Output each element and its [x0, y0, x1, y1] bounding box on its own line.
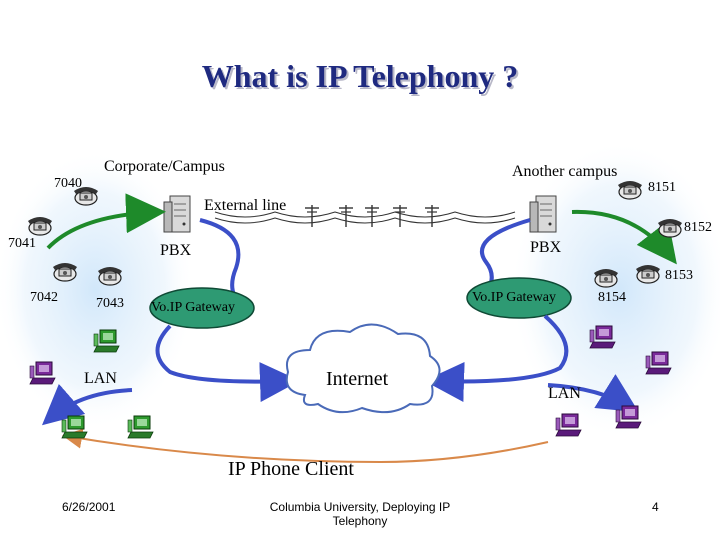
- label-lan-left: LAN: [84, 370, 117, 387]
- footer-date: 6/26/2001: [62, 500, 116, 514]
- label-corporate-campus: Corporate/Campus: [104, 158, 225, 175]
- telephone-icon-7042: [52, 262, 78, 282]
- ext-8152: 8152: [684, 220, 712, 235]
- label-ip-phone-client: IP Phone Client: [228, 458, 354, 480]
- green-arrow-right: [571, 209, 677, 265]
- ext-8154: 8154: [598, 290, 626, 305]
- telephone-icon-7043: [97, 266, 123, 286]
- label-internet: Internet: [326, 368, 389, 390]
- blue-curve-gw-left: [155, 324, 300, 403]
- orange-arrow-ip-client: [62, 428, 549, 464]
- footer-source: Columbia University, Deploying IP Teleph…: [250, 500, 470, 528]
- label-lan-right: LAN: [548, 385, 581, 402]
- footer-page-number: 4: [652, 500, 659, 514]
- telephone-icon-8154: [593, 268, 619, 288]
- label-external-line: External line: [204, 197, 287, 214]
- slide-title: What is IP Telephony ?: [201, 58, 519, 94]
- lan-arrow-right: [547, 374, 639, 413]
- ext-7040: 7040: [54, 176, 82, 191]
- ext-8153: 8153: [665, 268, 693, 283]
- telephone-icon-8151: [617, 180, 643, 200]
- label-another-campus: Another campus: [512, 163, 618, 180]
- lan-arrow-left: [41, 383, 133, 426]
- footer-source-line1: Columbia University, Deploying IP: [269, 500, 451, 514]
- voip-gateway-right: [466, 277, 572, 319]
- ext-7041: 7041: [8, 236, 36, 251]
- label-gateway-left: Vo.IP Gateway: [151, 300, 235, 315]
- footer-source-line2: Telephony: [332, 514, 388, 528]
- blue-curve-gw-right: [424, 314, 569, 402]
- voip-gateway-left: [149, 287, 255, 329]
- telephone-icon-8152: [657, 218, 683, 238]
- label-pbx-right: PBX: [530, 239, 562, 256]
- cloud-icon: [285, 323, 441, 414]
- ext-7042: 7042: [30, 290, 58, 305]
- telephone-pole-icon: [392, 204, 408, 228]
- telephone-icon-8153: [635, 264, 661, 284]
- computer-icon: [555, 413, 582, 437]
- label-pbx-left: PBX: [160, 242, 192, 259]
- ext-8151: 8151: [648, 180, 676, 195]
- ext-7043: 7043: [96, 296, 124, 311]
- telephone-icon-7041: [27, 216, 53, 236]
- green-arrow-left: [46, 193, 166, 250]
- external-line-wires: [214, 211, 516, 224]
- label-gateway-right: Vo.IP Gateway: [472, 290, 556, 305]
